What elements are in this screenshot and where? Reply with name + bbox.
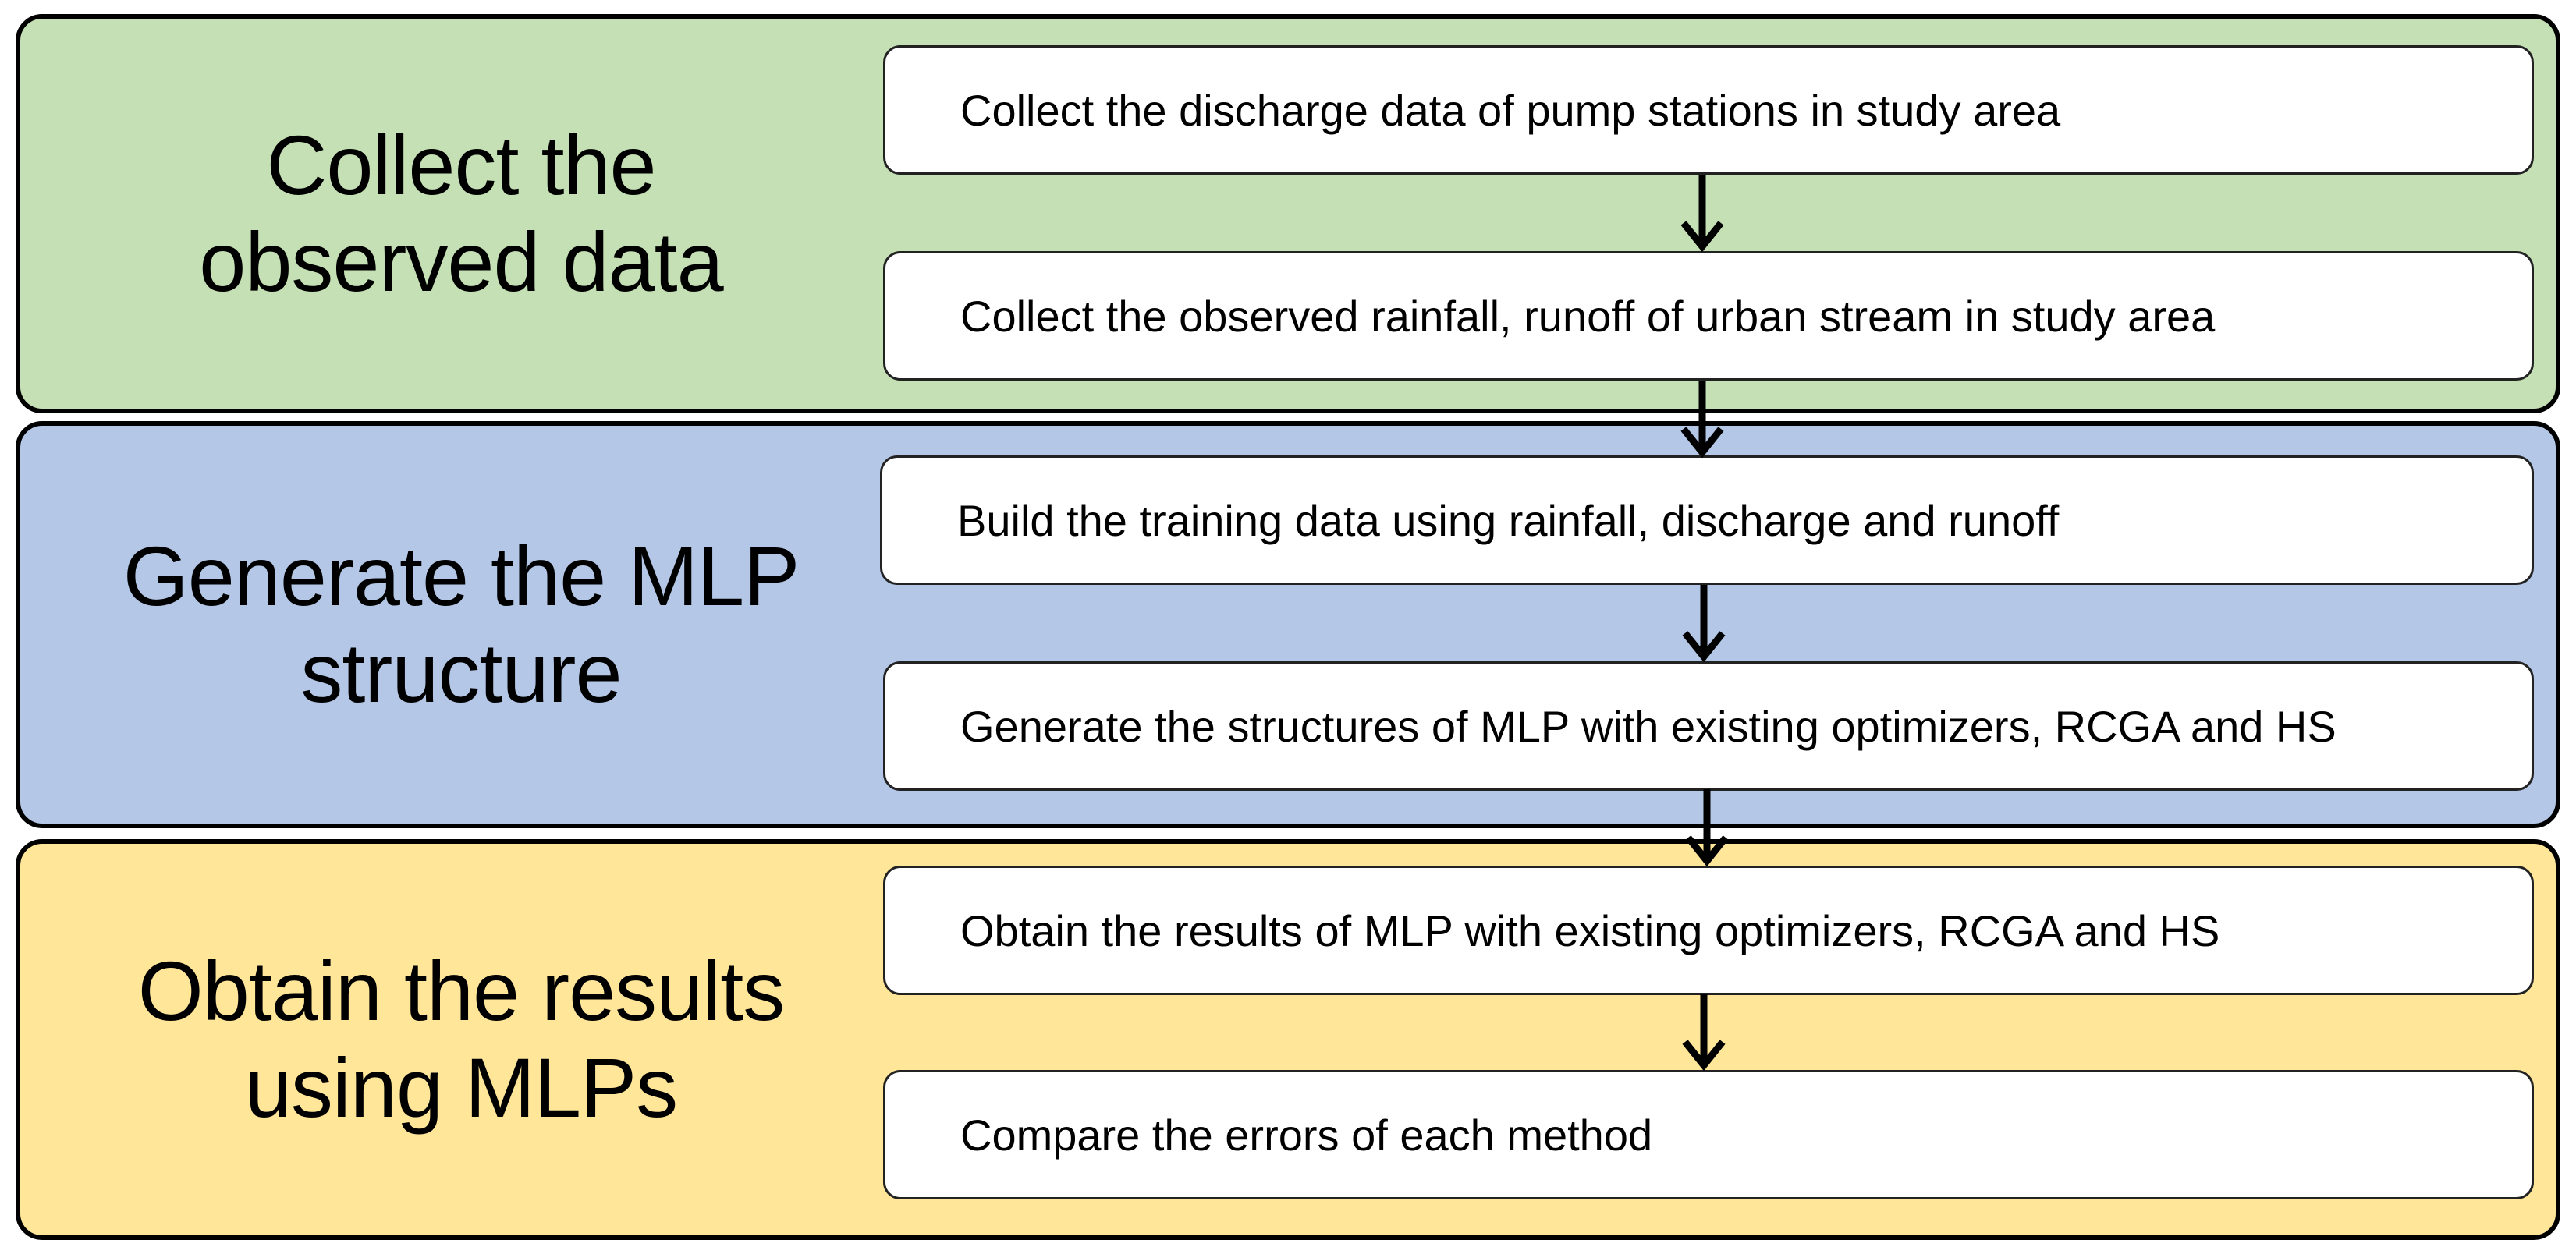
down-arrow-icon [1680,381,1724,459]
stage-generate-title: Generate the MLP structure [20,426,902,824]
down-arrow-icon [1680,175,1724,253]
step-compare-errors-text: Compare the errors of each method [960,1110,1653,1160]
stage-obtain-title: Obtain the results using MLPs [20,844,902,1235]
step-generate-structures: Generate the structures of MLP with exis… [883,661,2534,791]
step-build-training-data: Build the training data using rainfall, … [880,455,2534,585]
step-collect-discharge: Collect the discharge data of pump stati… [883,45,2534,175]
step-compare-errors: Compare the errors of each method [883,1070,2534,1199]
step-collect-rainfall-runoff: Collect the observed rainfall, runoff of… [883,251,2534,381]
stage-collect-title: Collect the observed data [20,19,902,409]
step-collect-discharge-text: Collect the discharge data of pump stati… [960,85,2061,135]
stage-obtain-title-text: Obtain the results using MLPs [137,944,785,1135]
step-generate-structures-text: Generate the structures of MLP with exis… [960,701,2336,751]
down-arrow-icon [1685,789,1729,867]
step-collect-rainfall-runoff-text: Collect the observed rainfall, runoff of… [960,291,2216,341]
step-build-training-data-text: Build the training data using rainfall, … [957,495,2060,545]
down-arrow-icon [1682,585,1726,663]
stage-generate-title-text: Generate the MLP structure [122,529,800,720]
down-arrow-icon [1682,994,1726,1072]
step-obtain-results: Obtain the results of MLP with existing … [883,866,2534,995]
step-obtain-results-text: Obtain the results of MLP with existing … [960,905,2220,955]
stage-collect-title-text: Collect the observed data [199,118,723,309]
